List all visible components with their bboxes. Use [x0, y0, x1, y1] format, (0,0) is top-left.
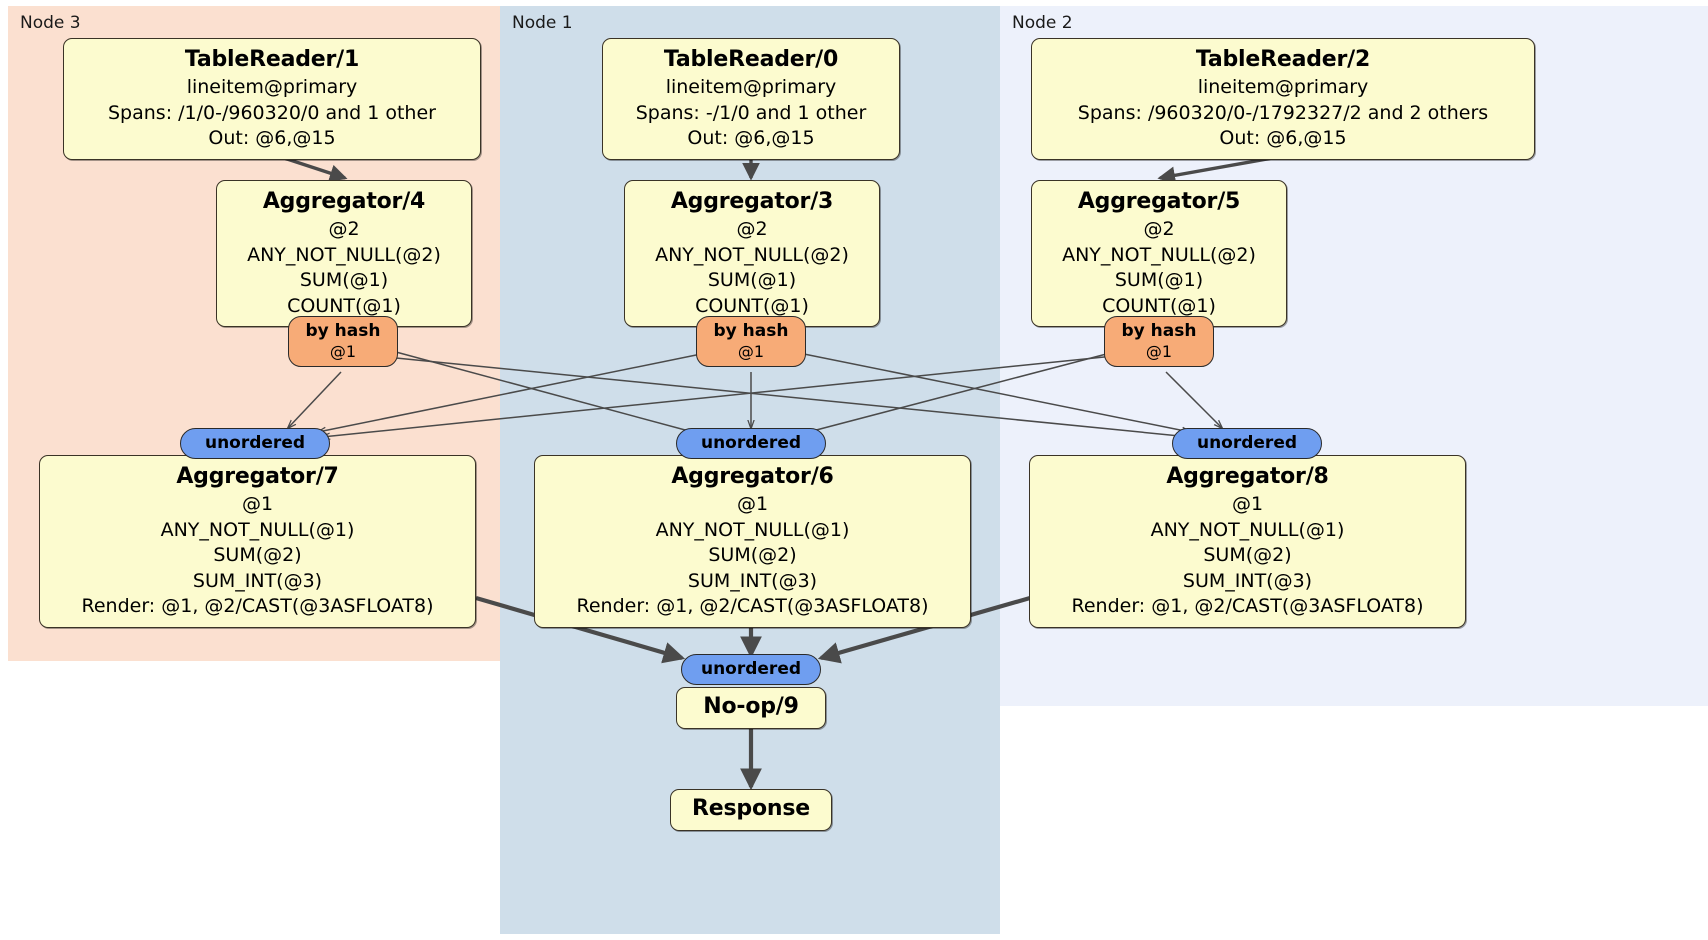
unordered-synchronizer-badge-agg6[interactable]: unordered	[676, 428, 826, 459]
processor-table: lineitem@primary	[665, 76, 837, 98]
processor-table: lineitem@primary	[1197, 76, 1369, 98]
processor-group: @2	[328, 218, 360, 240]
node-panel-label-node3: Node 3	[20, 13, 81, 33]
hash-router-column: @1	[329, 342, 357, 361]
unordered-synchronizer-badge-agg7[interactable]: unordered	[180, 428, 330, 459]
unordered-synchronizer-badge-final[interactable]: unordered	[681, 654, 821, 685]
processor-agg-2: SUM(@2)	[708, 544, 797, 566]
processor-group: @1	[1231, 493, 1264, 515]
unordered-synchronizer-label: unordered	[700, 433, 802, 453]
processor-title: TableReader/0	[663, 47, 839, 72]
processor-agg-1: ANY_NOT_NULL(@2)	[247, 243, 441, 266]
node-panel-label-node1: Node 1	[512, 13, 573, 33]
unordered-synchronizer-label: unordered	[700, 659, 802, 679]
processor-render: Render: @1, @2/CAST(@3ASFLOAT8)	[81, 595, 434, 617]
processor-aggregator-6[interactable]: Aggregator/6 @1 ANY_NOT_NULL(@1) SUM(@2)…	[534, 455, 971, 628]
processor-title: TableReader/1	[184, 47, 360, 72]
processor-group: @2	[1143, 218, 1175, 240]
hash-router-label: by hash	[1121, 321, 1197, 341]
processor-aggregator-5[interactable]: Aggregator/5 @2 ANY_NOT_NULL(@2) SUM(@1)…	[1031, 180, 1287, 327]
processor-agg-1: ANY_NOT_NULL(@1)	[655, 518, 850, 541]
unordered-synchronizer-label: unordered	[1196, 433, 1298, 453]
hash-router-label: by hash	[713, 321, 789, 341]
processor-render: Render: @1, @2/CAST(@3ASFLOAT8)	[576, 595, 929, 617]
hash-router-badge-agg3[interactable]: by hash @1	[696, 316, 806, 367]
processor-spans: Spans: /1/0-/960320/0 and 1 other	[108, 101, 436, 124]
processor-agg-3: COUNT(@1)	[287, 294, 401, 317]
hash-router-column: @1	[1145, 342, 1173, 361]
processor-table: lineitem@primary	[186, 76, 358, 98]
processor-tablereader-2[interactable]: TableReader/2 lineitem@primary Spans: /9…	[1031, 38, 1535, 160]
processor-aggregator-8[interactable]: Aggregator/8 @1 ANY_NOT_NULL(@1) SUM(@2)…	[1029, 455, 1466, 628]
processor-title: No-op/9	[703, 694, 799, 719]
processor-agg-2: SUM(@2)	[213, 544, 302, 566]
processor-agg-2: SUM(@1)	[707, 269, 797, 291]
processor-group: @1	[736, 493, 769, 515]
processor-agg-1: ANY_NOT_NULL(@1)	[160, 518, 355, 541]
hash-router-label: by hash	[305, 321, 381, 341]
processor-agg-1: ANY_NOT_NULL(@1)	[1150, 518, 1345, 541]
processor-tablereader-0[interactable]: TableReader/0 lineitem@primary Spans: -/…	[602, 38, 900, 160]
processor-title: Aggregator/8	[1166, 464, 1329, 489]
processor-title: Aggregator/4	[262, 189, 426, 214]
processor-spans: Spans: /960320/0-/1792327/2 and 2 others	[1077, 101, 1489, 124]
processor-tablereader-1[interactable]: TableReader/1 lineitem@primary Spans: /1…	[63, 38, 481, 160]
processor-noop-9[interactable]: No-op/9	[676, 687, 826, 729]
processor-title: TableReader/2	[1195, 47, 1371, 72]
processor-response[interactable]: Response	[670, 789, 832, 831]
processor-agg-3: COUNT(@1)	[1102, 294, 1216, 317]
hash-router-badge-agg4[interactable]: by hash @1	[288, 316, 398, 367]
processor-agg-3: SUM_INT(@3)	[687, 569, 818, 592]
processor-agg-1: ANY_NOT_NULL(@2)	[1062, 243, 1256, 266]
processor-spans: Spans: -/1/0 and 1 other	[635, 101, 867, 124]
node-panel-label-node2: Node 2	[1012, 13, 1073, 33]
processor-title: Aggregator/3	[670, 189, 834, 214]
processor-agg-3: COUNT(@1)	[695, 294, 809, 317]
processor-group: @1	[241, 493, 274, 515]
processor-aggregator-3[interactable]: Aggregator/3 @2 ANY_NOT_NULL(@2) SUM(@1)…	[624, 180, 880, 327]
hash-router-badge-agg5[interactable]: by hash @1	[1104, 316, 1214, 367]
processor-agg-3: SUM_INT(@3)	[192, 569, 323, 592]
processor-aggregator-7[interactable]: Aggregator/7 @1 ANY_NOT_NULL(@1) SUM(@2)…	[39, 455, 476, 628]
unordered-synchronizer-label: unordered	[204, 433, 306, 453]
processor-agg-2: SUM(@1)	[1114, 269, 1204, 291]
processor-agg-2: SUM(@1)	[299, 269, 389, 291]
processor-agg-2: SUM(@2)	[1203, 544, 1292, 566]
processor-out: Out: @6,@15	[687, 127, 815, 149]
processor-group: @2	[736, 218, 768, 240]
processor-agg-3: SUM_INT(@3)	[1182, 569, 1313, 592]
processor-title: Aggregator/7	[176, 464, 339, 489]
processor-title: Aggregator/5	[1077, 189, 1241, 214]
processor-agg-1: ANY_NOT_NULL(@2)	[655, 243, 849, 266]
processor-out: Out: @6,@15	[208, 127, 336, 149]
unordered-synchronizer-badge-agg8[interactable]: unordered	[1172, 428, 1322, 459]
hash-router-column: @1	[737, 342, 765, 361]
processor-out: Out: @6,@15	[1219, 127, 1347, 149]
processor-render: Render: @1, @2/CAST(@3ASFLOAT8)	[1071, 595, 1424, 617]
processor-title: Response	[692, 796, 810, 821]
processor-title: Aggregator/6	[671, 464, 834, 489]
processor-aggregator-4[interactable]: Aggregator/4 @2 ANY_NOT_NULL(@2) SUM(@1)…	[216, 180, 472, 327]
